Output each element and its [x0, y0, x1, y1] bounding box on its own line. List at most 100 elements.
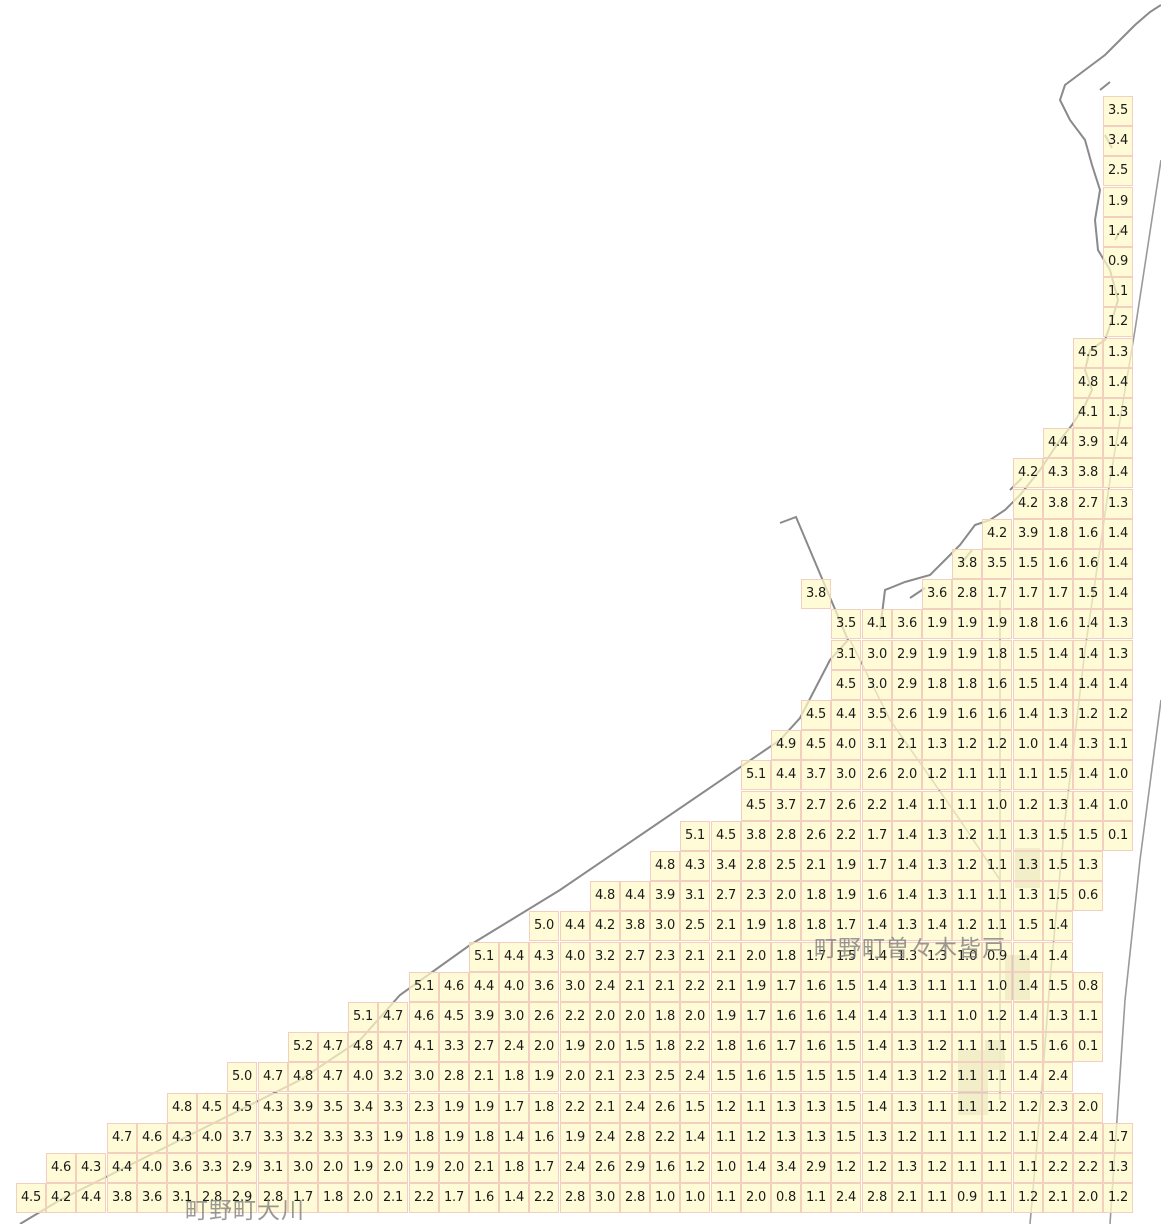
grid-cell: 3.7: [771, 791, 801, 821]
grid-cell: 1.2: [831, 1153, 861, 1183]
grid-cell: 1.5: [1013, 670, 1043, 700]
grid-cell: 4.4: [560, 911, 590, 941]
grid-cell: 1.8: [1013, 609, 1043, 639]
grid-cell: 1.5: [831, 1062, 861, 1092]
grid-cell: 1.3: [922, 851, 952, 881]
grid-cell: 1.9: [741, 911, 771, 941]
place-label-okawa: 町野町大川: [185, 1198, 305, 1224]
grid-cell: 2.0: [1073, 1093, 1103, 1123]
grid-cell: 1.8: [529, 1093, 559, 1123]
grid-cell: 1.2: [952, 821, 982, 851]
grid-cell: 4.4: [107, 1153, 137, 1183]
grid-cell: 1.3: [1103, 1153, 1133, 1183]
grid-cell: 1.0: [952, 942, 982, 972]
grid-cell: 1.9: [952, 609, 982, 639]
grid-cell: 1.0: [982, 791, 1012, 821]
grid-cell: 5.1: [409, 972, 439, 1002]
grid-cell: 1.4: [1103, 217, 1133, 247]
grid-cell: 1.7: [1013, 579, 1043, 609]
grid-cell: 2.0: [439, 1153, 469, 1183]
grid-cell: 1.4: [1073, 791, 1103, 821]
grid-cell: 1.4: [1103, 458, 1133, 488]
grid-cell: 5.1: [469, 942, 499, 972]
grid-cell: 1.8: [650, 1002, 680, 1032]
grid-cell: 1.1: [1103, 730, 1133, 760]
grid-cell: 4.2: [1013, 489, 1043, 519]
grid-cell: 1.8: [1043, 519, 1073, 549]
grid-cell: 1.4: [1043, 640, 1073, 670]
grid-cell: 1.2: [1073, 700, 1103, 730]
grid-cell: 1.4: [499, 1183, 529, 1213]
grid-cell: 1.3: [892, 1032, 922, 1062]
grid-cell: 2.4: [590, 972, 620, 1002]
grid-cell: 1.2: [1013, 1183, 1043, 1213]
grid-cell: 2.4: [590, 1123, 620, 1153]
grid-cell: 3.4: [711, 851, 741, 881]
grid-cell: 1.4: [1103, 368, 1133, 398]
grid-cell: 1.4: [499, 1123, 529, 1153]
grid-cell: 1.3: [771, 1123, 801, 1153]
grid-cell: 4.2: [1013, 458, 1043, 488]
grid-cell: 1.5: [831, 1093, 861, 1123]
grid-cell: 2.0: [318, 1153, 348, 1183]
grid-cell: 0.8: [771, 1183, 801, 1213]
grid-cell: 4.5: [711, 821, 741, 851]
grid-cell: 1.8: [801, 911, 831, 941]
road-east: [1109, 699, 1161, 1224]
grid-cell: 1.9: [439, 1123, 469, 1153]
grid-cell: 1.5: [1073, 821, 1103, 851]
grid-cell: 3.0: [862, 640, 892, 670]
grid-cell: 1.2: [952, 851, 982, 881]
grid-cell: 2.8: [197, 1183, 227, 1213]
grid-cell: 2.3: [620, 1062, 650, 1092]
grid-cell: 1.1: [952, 1153, 982, 1183]
grid-cell: 4.2: [46, 1183, 76, 1213]
grid-cell: 0.9: [1103, 247, 1133, 277]
grid-cell: 1.3: [1103, 398, 1133, 428]
grid-cell: 3.8: [1073, 458, 1103, 488]
grid-cell: 1.4: [741, 1153, 771, 1183]
grid-cell: 2.1: [469, 1062, 499, 1092]
grid-cell: 1.3: [892, 942, 922, 972]
grid-cell: 1.3: [862, 1123, 892, 1153]
grid-cell: 2.0: [378, 1153, 408, 1183]
grid-cell: 4.0: [197, 1123, 227, 1153]
grid-cell: 1.8: [771, 942, 801, 972]
grid-cell: 2.2: [680, 972, 710, 1002]
grid-cell: 1.3: [922, 821, 952, 851]
grid-cell: 1.1: [952, 1062, 982, 1092]
grid-cell: 4.3: [76, 1153, 106, 1183]
grid-cell: 4.0: [137, 1153, 167, 1183]
grid-cell: 1.3: [801, 1123, 831, 1153]
grid-cell: 1.5: [1013, 640, 1043, 670]
grid-cell: 2.8: [862, 1183, 892, 1213]
grid-cell: 1.5: [711, 1062, 741, 1092]
grid-cell: 4.4: [76, 1183, 106, 1213]
grid-cell: 1.4: [1013, 972, 1043, 1002]
grid-cell: 1.4: [862, 972, 892, 1002]
grid-cell: 1.3: [1043, 791, 1073, 821]
grid-cell: 1.8: [469, 1123, 499, 1153]
grid-cell: 1.1: [982, 1183, 1012, 1213]
grid-cell: 1.4: [1073, 640, 1103, 670]
grid-cell: 4.4: [499, 942, 529, 972]
grid-cell: 2.0: [590, 1002, 620, 1032]
grid-cell: 2.0: [529, 1032, 559, 1062]
grid-cell: 5.0: [227, 1062, 257, 1092]
grid-cell: 4.3: [529, 942, 559, 972]
grid-cell: 1.9: [741, 972, 771, 1002]
grid-cell: 2.2: [680, 1032, 710, 1062]
grid-cell: 1.3: [892, 911, 922, 941]
grid-cell: 1.8: [801, 881, 831, 911]
grid-cell: 2.2: [409, 1183, 439, 1213]
grid-cell: 1.5: [1073, 579, 1103, 609]
grid-cell: 2.9: [620, 1153, 650, 1183]
grid-cell: 4.0: [499, 972, 529, 1002]
grid-cell: 1.9: [378, 1123, 408, 1153]
grid-cell: 1.8: [409, 1123, 439, 1153]
grid-cell: 3.4: [1103, 126, 1133, 156]
grid-cell: 4.5: [16, 1183, 46, 1213]
grid-cell: 1.1: [982, 1032, 1012, 1062]
grid-cell: 3.9: [288, 1093, 318, 1123]
